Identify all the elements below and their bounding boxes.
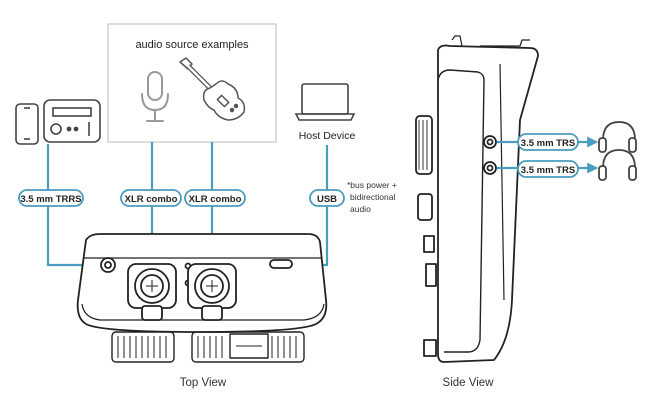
trs-pill-2: 3.5 mm TRS bbox=[517, 160, 579, 178]
xlr-pill-1: XLR combo bbox=[120, 189, 182, 207]
audio-source-title: audio source examples bbox=[135, 39, 249, 51]
smartphone-icon bbox=[15, 103, 39, 145]
top-view-caption: Top View bbox=[180, 377, 227, 389]
top-view-knobs bbox=[111, 331, 305, 363]
device-top-view bbox=[76, 233, 328, 363]
trs-label-1: 3.5 mm TRS bbox=[521, 138, 575, 149]
usb-note-line-1: *bus power + bbox=[347, 180, 397, 190]
xlr-label-1: XLR combo bbox=[125, 194, 178, 205]
usb-label: USB bbox=[317, 194, 337, 205]
xlr-connector-2 bbox=[187, 263, 237, 321]
host-device-label: Host Device bbox=[299, 130, 356, 142]
trrs-line bbox=[46, 144, 95, 271]
trrs-label: 3.5 mm TRRS bbox=[20, 194, 81, 205]
usb-note-line-2: bidirectional bbox=[350, 192, 395, 202]
laptop-icon bbox=[294, 83, 356, 121]
xlr-pill-2: XLR combo bbox=[184, 189, 246, 207]
headphones-icon-2 bbox=[598, 149, 637, 181]
side-view-caption: Side View bbox=[443, 377, 495, 389]
trs-label-2: 3.5 mm TRS bbox=[521, 165, 575, 176]
usb-note-line-3: audio bbox=[350, 204, 371, 214]
device-side-view bbox=[415, 35, 539, 363]
guitar-icon bbox=[179, 57, 246, 121]
xlr-label-2: XLR combo bbox=[189, 194, 242, 205]
usb-note: *bus power + bidirectional audio bbox=[347, 180, 397, 214]
audio-source-box: audio source examples bbox=[107, 23, 277, 143]
radio-icon bbox=[43, 99, 101, 143]
microphone-icon bbox=[141, 71, 169, 122]
usb-pill: USB bbox=[309, 189, 345, 207]
trs-pill-1: 3.5 mm TRS bbox=[517, 133, 579, 151]
trrs-pill: 3.5 mm TRRS bbox=[18, 189, 84, 207]
xlr-connector-1 bbox=[127, 263, 177, 321]
headphones-icon bbox=[598, 121, 637, 153]
